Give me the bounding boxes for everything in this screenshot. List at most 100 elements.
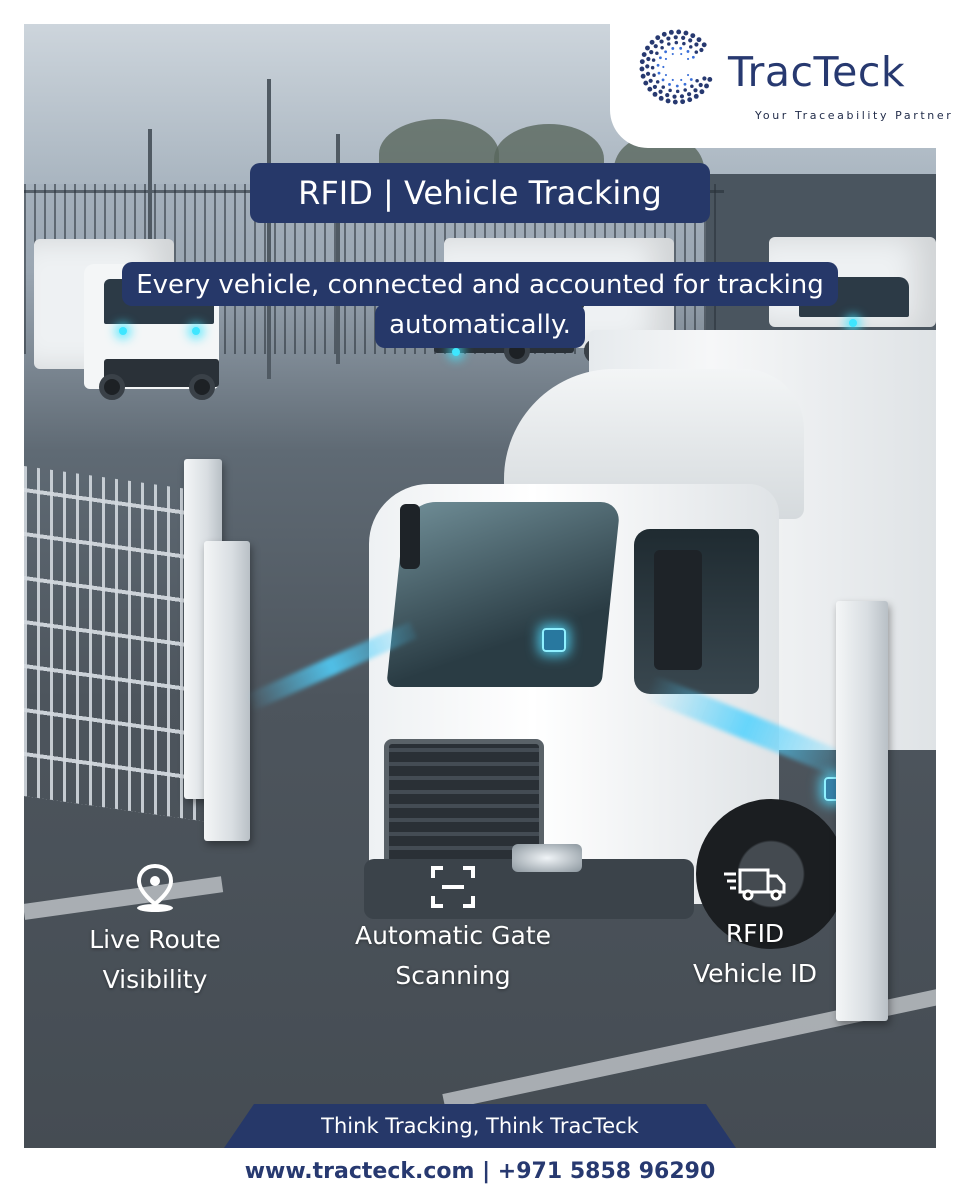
logo-dot [680, 99, 686, 105]
logo-dot [661, 78, 665, 82]
logo-dot [664, 50, 668, 54]
logo-dot [696, 37, 702, 43]
logo-dot [671, 52, 674, 56]
logo-dot [658, 89, 663, 94]
logo-dot [639, 59, 645, 65]
feature-rfid-vehicle-id: RFID Vehicle ID [655, 862, 855, 994]
logo-dot [667, 42, 671, 46]
logo-dot [653, 44, 658, 49]
logo-dot [657, 71, 661, 75]
logo-dot [668, 29, 674, 35]
logo-dot [686, 57, 690, 61]
feature-gate-scanning: Automatic Gate Scanning [318, 864, 588, 996]
logo-dot [683, 82, 687, 86]
logo-dot [686, 50, 690, 53]
logo-dot [668, 83, 671, 86]
logo-dot [658, 95, 664, 101]
feature-label-line-2: Scanning [395, 961, 511, 990]
logo-dot [652, 73, 656, 77]
logo-dot [679, 46, 683, 50]
logo-dot [672, 99, 678, 105]
logo-dot [645, 71, 651, 76]
logo-dot [656, 63, 660, 67]
rfid-reader-pillar [836, 601, 888, 1021]
logo-dot [645, 64, 650, 69]
logo-dot [695, 79, 699, 83]
logo-dot [694, 50, 699, 54]
logo-dot [694, 42, 699, 47]
logo-dot [689, 45, 693, 49]
headline: RFID | Vehicle Tracking [250, 163, 710, 223]
security-gate [24, 465, 209, 822]
logo-dot [681, 35, 686, 41]
logo-dot [641, 52, 647, 57]
logo-dot [687, 97, 693, 103]
logo-dot [658, 56, 662, 60]
logo-dot [671, 47, 675, 50]
logo-dot [647, 86, 653, 92]
feature-live-route: Live Route Visibility [55, 862, 255, 1000]
logo-dot [683, 88, 687, 92]
logo-dot [640, 73, 646, 79]
truck-windshield [386, 502, 621, 687]
logo-dot [704, 83, 709, 89]
logo-dot [690, 84, 694, 89]
scan-frame-icon [431, 866, 475, 908]
logo-dot [661, 31, 667, 37]
logo-dot [679, 94, 685, 99]
subheadline-line-1: Every vehicle, connected and accounted f… [122, 262, 838, 306]
logo-dot [688, 38, 693, 43]
feature-label-line-1: Automatic Gate [354, 921, 552, 950]
logo-dot [652, 91, 658, 97]
logo-dot [666, 36, 671, 41]
logo-dot [665, 98, 671, 104]
fence-post [336, 134, 340, 364]
logo-dot [689, 78, 693, 81]
light-pole [267, 79, 271, 379]
logo-dot [680, 78, 683, 82]
logo-dot [686, 73, 690, 77]
logo-dot [673, 35, 678, 40]
truck-headlight [512, 844, 582, 872]
logo-dots-icon [639, 29, 713, 105]
logo-dot [668, 88, 672, 93]
logo-dot [649, 39, 655, 45]
logo-dot [698, 82, 703, 88]
logo-dot [687, 92, 692, 97]
logo-dot [707, 77, 713, 82]
logo-dot [691, 55, 695, 59]
rfid-tag-icon [542, 628, 566, 652]
logo-dot [646, 56, 651, 62]
logo-dot [660, 45, 664, 50]
feature-label-line-1: RFID [725, 919, 785, 948]
contact-info[interactable]: www.tracteck.com | +971 5858 96290 [244, 1159, 716, 1184]
logo-dot [693, 88, 698, 93]
logo-dot [693, 93, 699, 99]
truck-mirror [400, 504, 420, 569]
logo-dot [662, 65, 665, 69]
logo-dot [675, 84, 679, 88]
brand-logo: TracTeck Your Traceability Partner [610, 0, 960, 148]
logo-dot [651, 58, 656, 62]
logo-dot [671, 78, 674, 82]
subheadline: Every vehicle, connected and accounted f… [97, 256, 863, 348]
logo-dot [649, 50, 654, 55]
logo-dot [639, 66, 645, 72]
logo-dot [643, 80, 649, 86]
logo-dot [674, 40, 679, 45]
logo-dot [683, 30, 689, 36]
rfid-reader-pillar [204, 541, 250, 841]
location-pin-icon [136, 863, 174, 912]
footer-slogan: Think Tracking, Think TracTeck [224, 1104, 736, 1148]
logo-dot [701, 42, 707, 48]
subheadline-line-2: automatically. [375, 304, 585, 348]
feature-label-line-2: Vehicle ID [693, 959, 817, 988]
logo-dot [699, 89, 705, 95]
brand-name: TracTeck [728, 48, 906, 96]
logo-dot [664, 57, 668, 61]
logo-dot [648, 78, 653, 83]
truck-wheel [696, 799, 846, 949]
logo-dot [655, 35, 661, 41]
brand-tagline: Your Traceability Partner [755, 109, 954, 122]
logo-dot [661, 85, 665, 89]
